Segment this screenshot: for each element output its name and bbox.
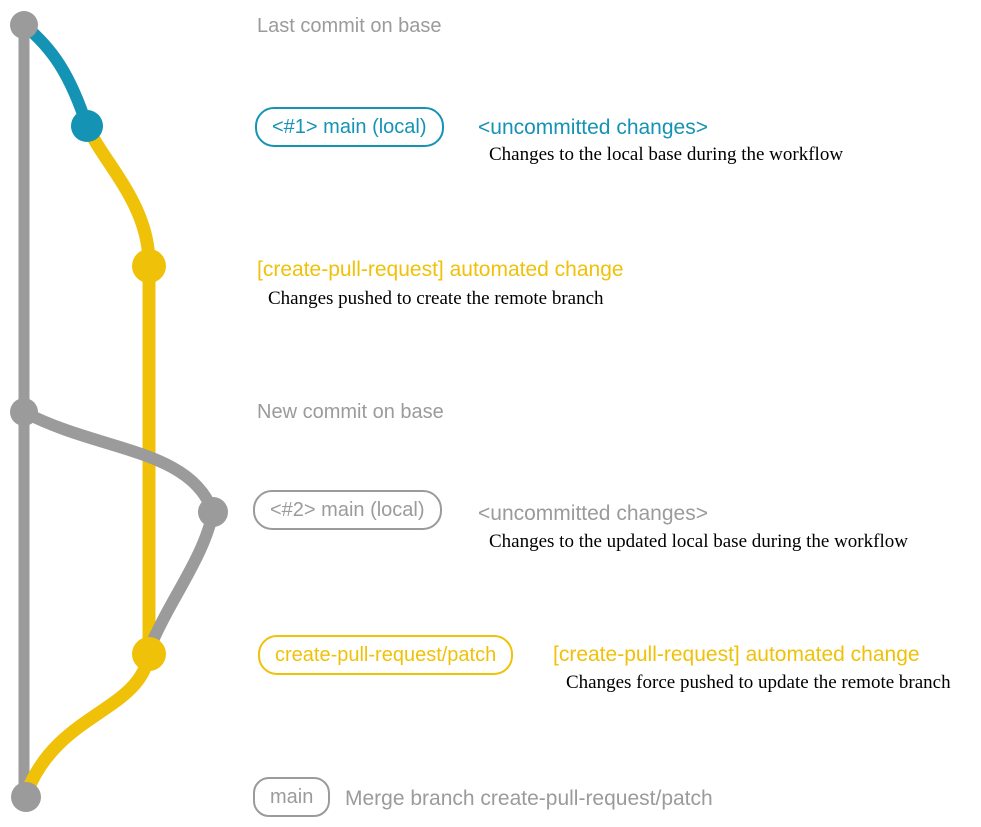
branch-badge-main-text: main: [270, 786, 314, 808]
new-commit-label: New commit on base: [257, 401, 444, 423]
automated-change-label-1: [create-pull-request] automated change: [257, 258, 624, 281]
uncommitted-changes-desc-2: Changes to the updated local base during…: [489, 531, 908, 552]
last-commit-label: Last commit on base: [257, 15, 442, 37]
branch-badge-main-local-1-text: <#1> main (local): [272, 116, 427, 138]
commit-dot-new-base: [10, 398, 38, 426]
commit-dot-automated-change-2: [132, 637, 166, 671]
uncommitted-changes-label-1: <uncommitted changes>: [478, 116, 708, 139]
commit-dot-merge: [11, 782, 41, 812]
merge-commit-label: Merge branch create-pull-request/patch: [345, 787, 713, 810]
branch-badge-main: main: [253, 777, 331, 817]
commit-dot-last-base: [10, 11, 38, 39]
branch-badge-patch: create-pull-request/patch: [258, 635, 514, 675]
commit-graph: [10, 11, 228, 812]
main-local-rebase-line: [143, 506, 219, 656]
main-local-branch-line-2: [18, 406, 219, 518]
commit-dot-automated-change-1: [132, 249, 166, 283]
commit-dot-main-local-1: [71, 110, 103, 142]
branch-badge-patch-text: create-pull-request/patch: [275, 644, 497, 666]
patch-merge-line: [20, 647, 156, 799]
branch-badge-main-local-2: <#2> main (local): [253, 490, 442, 530]
uncommitted-changes-label-2: <uncommitted changes>: [478, 502, 708, 525]
patch-branch-line-upper: [80, 119, 156, 273]
automated-change-desc-2: Changes force pushed to update the remot…: [566, 672, 951, 693]
main-local-branch-line-1: [18, 19, 93, 132]
automated-change-label-2: [create-pull-request] automated change: [553, 643, 920, 666]
branch-badge-main-local-1: <#1> main (local): [255, 107, 444, 147]
branch-badge-main-local-2-text: <#2> main (local): [270, 499, 425, 521]
automated-change-desc-1: Changes pushed to create the remote bran…: [268, 288, 604, 309]
uncommitted-changes-desc-1: Changes to the local base during the wor…: [489, 144, 844, 165]
commit-dot-main-local-2: [198, 497, 228, 527]
